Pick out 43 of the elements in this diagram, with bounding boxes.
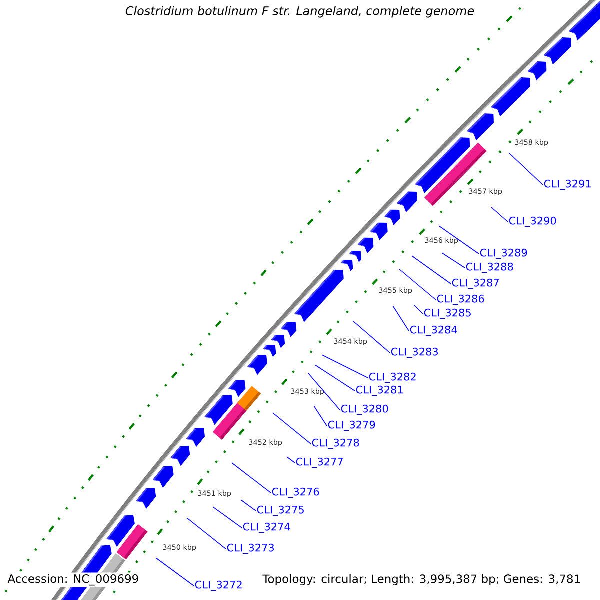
- leader-line: [314, 364, 356, 392]
- leader-line: [240, 500, 256, 512]
- leader-line: [398, 268, 436, 300]
- gene-label: CLI_3288: [466, 262, 514, 274]
- accession-text: Accession: NC_009699: [6, 572, 141, 588]
- gene-label: CLI_3287: [452, 278, 499, 290]
- gene-label: CLI_3285: [424, 308, 471, 320]
- genome-info-text: Topology: circular; Length: 3,995,387 bp; Genes: 3,781: [262, 574, 580, 586]
- gene-label: CLI_3273: [227, 544, 274, 554]
- leader-line: [156, 558, 194, 586]
- leader-line: [314, 406, 328, 426]
- gene-label: CLI_3281: [356, 386, 403, 396]
- gene-label: CLI_3291: [544, 180, 591, 190]
- leader-line: [212, 506, 242, 528]
- gene-label: CLI_3289: [480, 248, 528, 260]
- leader-line: [186, 518, 226, 550]
- gene-label: CLI_3290: [509, 216, 556, 228]
- leader-line: [322, 354, 368, 378]
- gene-label: CLI_3283: [391, 348, 438, 358]
- gene-label: CLI_3277: [296, 458, 343, 468]
- leader-line: [272, 412, 312, 444]
- gene-label: CLI_3284: [410, 326, 458, 336]
- leader-line: [508, 152, 544, 186]
- leader-line: [412, 256, 452, 284]
- leader-line: [442, 252, 466, 268]
- gene-label: CLI_3279: [328, 420, 376, 432]
- leader-line: [232, 462, 272, 494]
- map-title: Clostridium botulinum F str. Langeland, complete genome: [126, 6, 474, 18]
- gene-label: CLI_3272: [195, 580, 242, 592]
- gene-label: CLI_3276: [272, 488, 320, 498]
- leader-line: [438, 226, 480, 254]
- gene-label: CLI_3286: [437, 294, 484, 306]
- gene-label: CLI_3280: [341, 404, 388, 416]
- gene-label: CLI_3275: [257, 506, 304, 516]
- gene-label: CLI_3278: [312, 438, 360, 450]
- gene-label: CLI_3274: [243, 522, 290, 534]
- leader-line: [352, 320, 390, 354]
- gene-label: CLI_3282: [369, 372, 416, 384]
- leader-line: [490, 206, 508, 222]
- leader-line: [392, 306, 410, 332]
- leader-line: [308, 372, 340, 410]
- leader-line: [414, 304, 424, 314]
- leader-line: [286, 456, 296, 464]
